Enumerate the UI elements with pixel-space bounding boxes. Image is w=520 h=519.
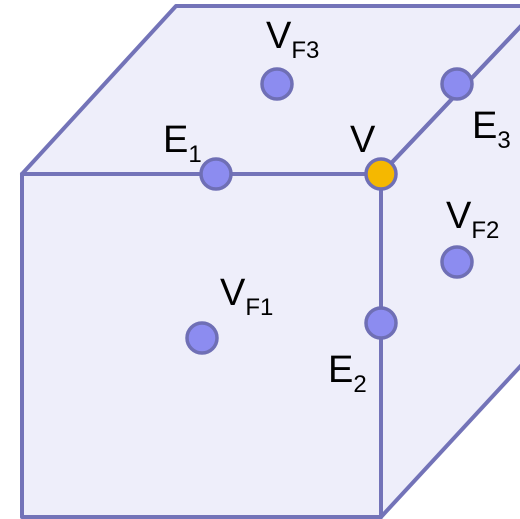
edge-point-e3 [440, 67, 474, 101]
label-vf2: VF2 [446, 195, 499, 244]
edge-point-e2 [364, 306, 398, 340]
face-point-vf1 [185, 321, 219, 355]
face-point-vf2 [440, 245, 474, 279]
label-e1: E1 [163, 119, 202, 168]
vertex-point-v [364, 157, 398, 191]
label-vf3: VF3 [266, 15, 319, 64]
label-e2: E2 [328, 349, 367, 398]
label-vf1: VF1 [220, 272, 273, 321]
label-e3: E3 [472, 105, 511, 154]
face-point-vf3 [260, 67, 294, 101]
edge-point-e1 [199, 157, 233, 191]
label-v: V [350, 119, 376, 161]
